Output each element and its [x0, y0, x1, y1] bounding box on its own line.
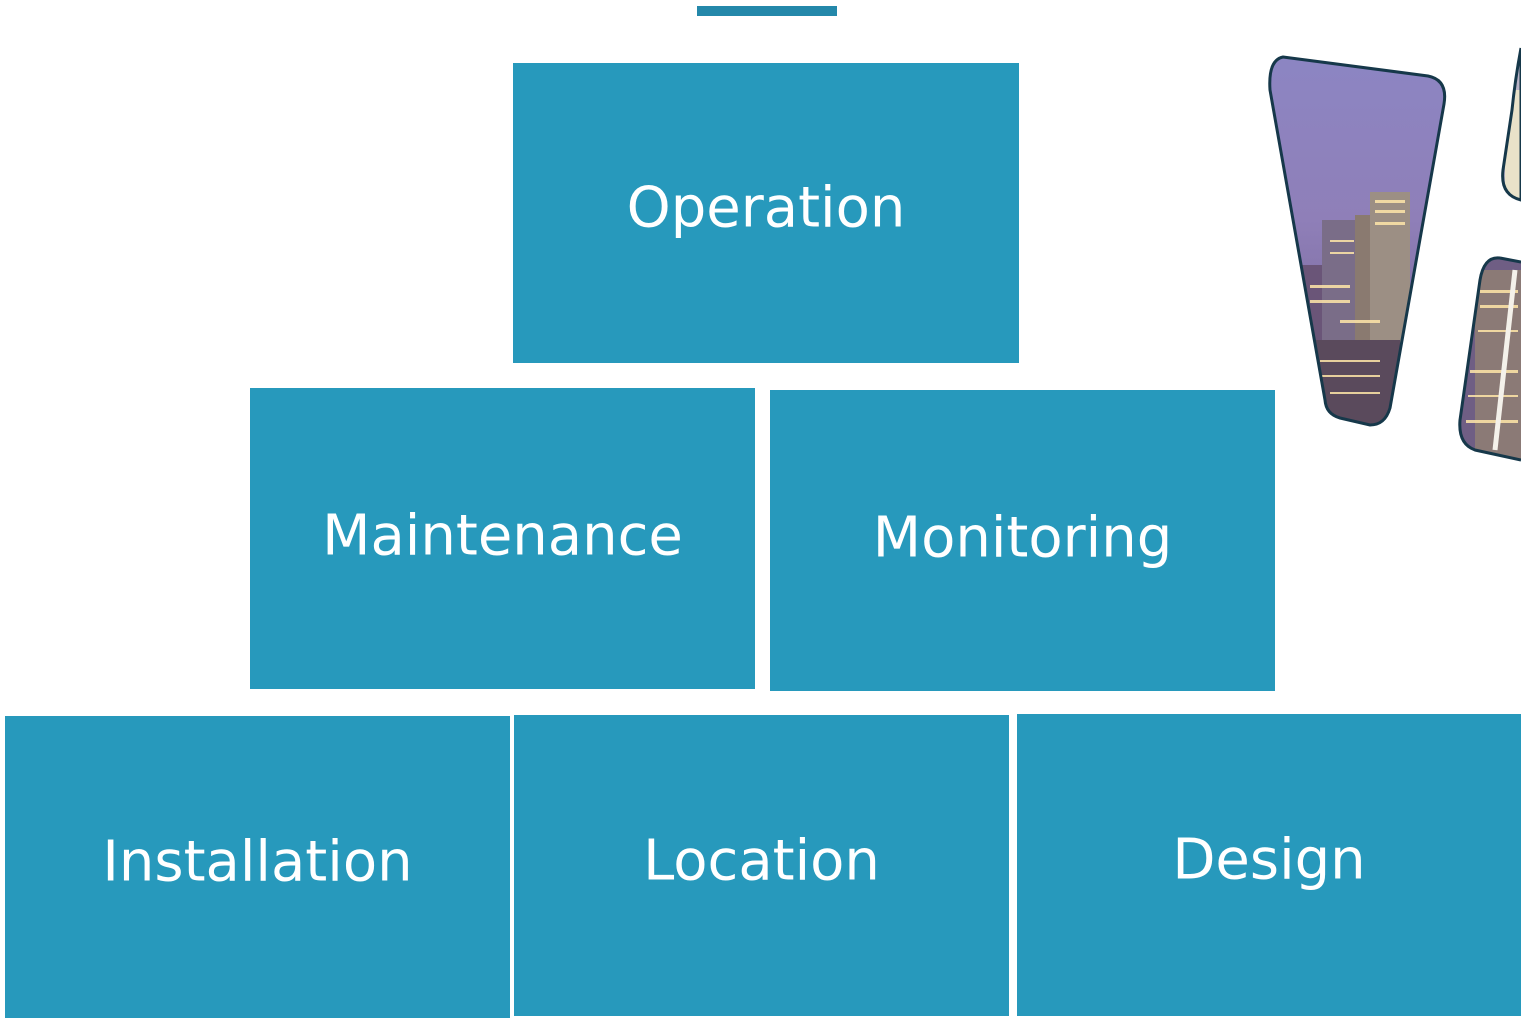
block-label-operation: Operation: [626, 175, 906, 241]
block-installation: Installation: [5, 716, 510, 1018]
block-maintenance: Maintenance: [250, 388, 755, 689]
block-label-location: Location: [643, 827, 880, 893]
block-monitoring: Monitoring: [770, 390, 1275, 691]
block-design: Design: [1017, 714, 1521, 1016]
skyline-shard-bottom-right: [1459, 257, 1521, 460]
city-skyline-photo-icon: [1268, 47, 1521, 462]
block-operation: Operation: [513, 63, 1019, 363]
block-location: Location: [514, 715, 1009, 1016]
skyline-shard-left: [1269, 57, 1445, 425]
block-label-monitoring: Monitoring: [872, 504, 1173, 570]
block-label-design: Design: [1172, 827, 1366, 893]
block-label-installation: Installation: [102, 829, 413, 895]
accent-bar: [697, 6, 837, 16]
block-label-maintenance: Maintenance: [322, 502, 683, 568]
